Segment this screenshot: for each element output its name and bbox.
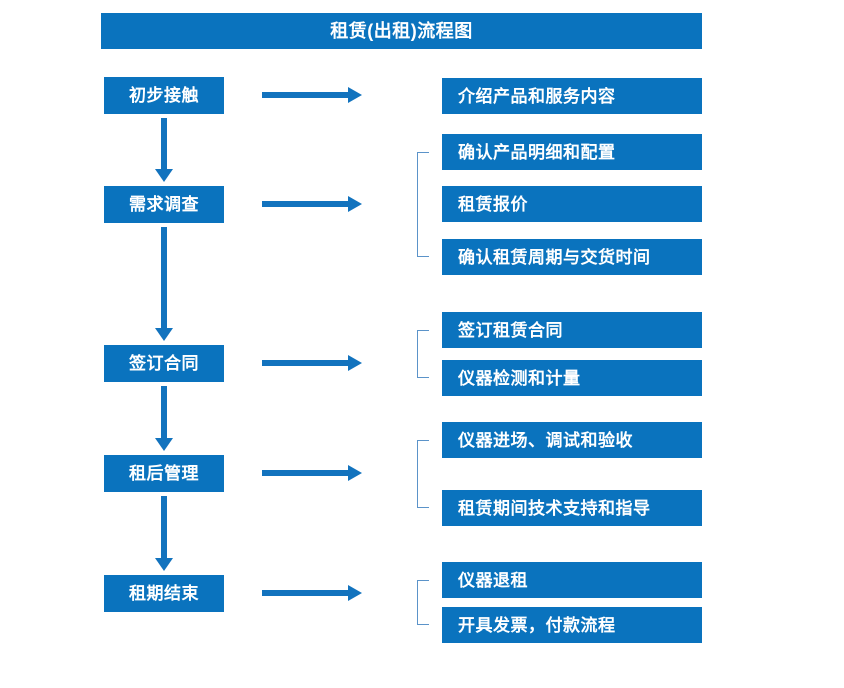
right-arrow-icon-4: [262, 463, 362, 483]
detail-box-4[interactable]: 确认租赁周期与交货时间: [442, 239, 702, 275]
right-arrow-icon-1: [262, 85, 362, 105]
stage-box-5[interactable]: 租期结束: [104, 575, 224, 612]
detail-box-9[interactable]: 仪器退租: [442, 562, 702, 598]
bracket-connector-3: [417, 440, 429, 508]
stage-box-4[interactable]: 租后管理: [104, 455, 224, 492]
detail-box-6[interactable]: 仪器检测和计量: [442, 360, 702, 396]
right-arrow-icon-2: [262, 194, 362, 214]
detail-box-1[interactable]: 介绍产品和服务内容: [442, 78, 702, 114]
stage-box-2[interactable]: 需求调查: [104, 186, 224, 223]
down-arrow-icon-2: [154, 227, 174, 341]
detail-box-2[interactable]: 确认产品明细和配置: [442, 134, 702, 170]
detail-box-10[interactable]: 开具发票，付款流程: [442, 607, 702, 643]
down-arrow-icon-1: [154, 118, 174, 182]
down-arrow-icon-3: [154, 386, 174, 451]
detail-box-3[interactable]: 租赁报价: [442, 186, 702, 222]
bracket-connector-1: [417, 152, 429, 257]
stage-box-3[interactable]: 签订合同: [104, 345, 224, 382]
right-arrow-icon-3: [262, 353, 362, 373]
detail-box-5[interactable]: 签订租赁合同: [442, 312, 702, 348]
bracket-connector-2: [417, 330, 429, 378]
bracket-connector-4: [417, 580, 429, 625]
right-arrow-icon-5: [262, 583, 362, 603]
stage-box-1[interactable]: 初步接触: [104, 77, 224, 114]
chart-title: 租赁(出租)流程图: [101, 13, 702, 49]
detail-box-7[interactable]: 仪器进场、调试和验收: [442, 422, 702, 458]
down-arrow-icon-4: [154, 496, 174, 571]
detail-box-8[interactable]: 租赁期间技术支持和指导: [442, 490, 702, 526]
